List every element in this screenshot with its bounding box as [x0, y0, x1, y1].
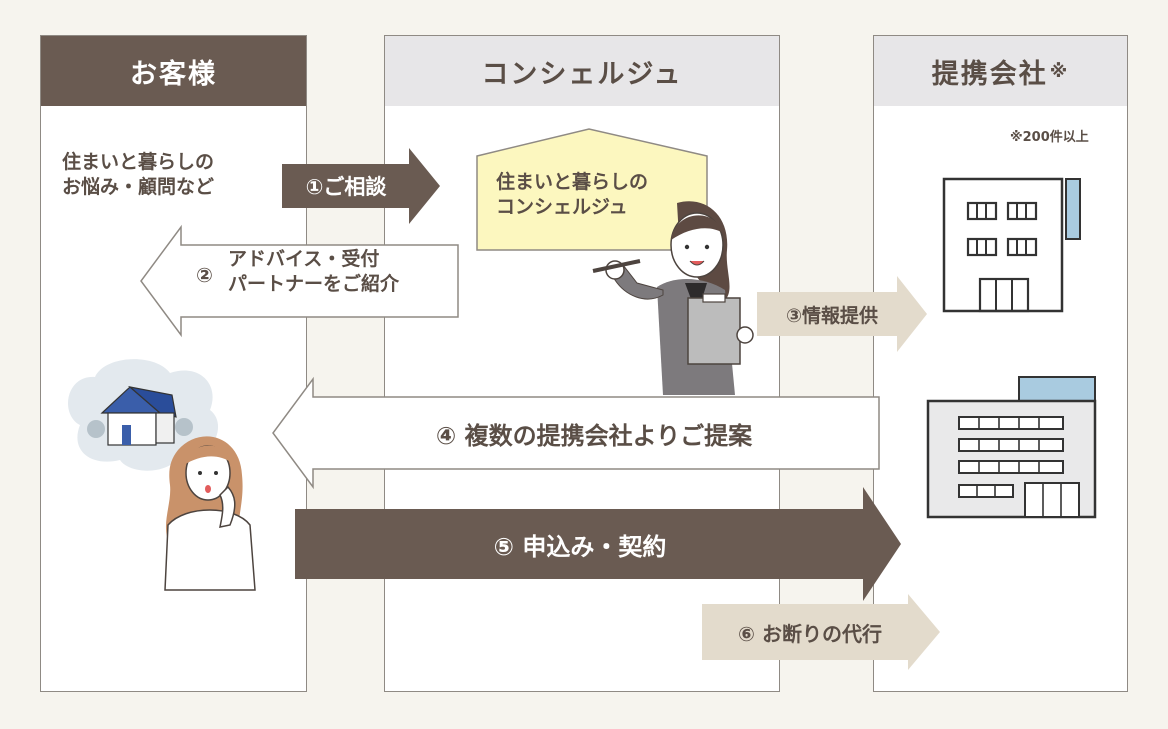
concierge-sign	[476, 128, 708, 251]
office-building-large-icon	[926, 376, 1097, 519]
step4-label: ④ 複数の提携会社よりご提案	[435, 421, 753, 450]
concierge-woman-illustration	[592, 201, 754, 395]
step2-line2: パートナーをご紹介	[228, 272, 400, 295]
step2-label: アドバイス・受付 パートナーをご紹介	[228, 247, 399, 296]
partner-column: 提携会社※	[873, 35, 1128, 692]
concierge-sign-line1: 住まいと暮らしの	[496, 171, 649, 193]
step3-label: ③情報提供	[785, 304, 879, 327]
customer-concern-line1: 住まいと暮らしの	[62, 151, 215, 173]
concierge-header: コンシェルジュ	[385, 36, 779, 106]
office-building-small-icon	[942, 177, 1081, 313]
step6-label: ⑥ お断りの代行	[738, 621, 882, 646]
customer-header: お客様	[41, 36, 306, 106]
step5-label: ⑤ 申込み・契約	[493, 532, 667, 561]
customer-concern-text: 住まいと暮らしの お悩み・顧問など	[62, 150, 214, 199]
concierge-sign-line2: コンシェルジュ	[496, 195, 628, 218]
customer-thinking-illustration	[68, 359, 256, 591]
step5-arrow	[295, 487, 901, 601]
step2-number: ②	[196, 263, 213, 287]
step2-arrow	[140, 224, 459, 338]
customer-concern-line2: お悩み・顧問など	[62, 175, 215, 198]
partner-header-text: 提携会社	[931, 58, 1048, 90]
step3-arrow	[757, 276, 927, 352]
partner-header: 提携会社※	[874, 36, 1127, 106]
step2-line1: アドバイス・受付	[228, 248, 380, 270]
partner-count-note: ※200件以上	[1010, 130, 1089, 145]
step6-arrow	[702, 594, 940, 670]
step1-label: ①ご相談	[305, 175, 387, 199]
step4-arrow	[272, 376, 880, 490]
partner-header-mark: ※	[1049, 60, 1070, 82]
concierge-sign-text: 住まいと暮らしの コンシェルジュ	[496, 170, 648, 219]
step1-arrow	[282, 148, 440, 224]
